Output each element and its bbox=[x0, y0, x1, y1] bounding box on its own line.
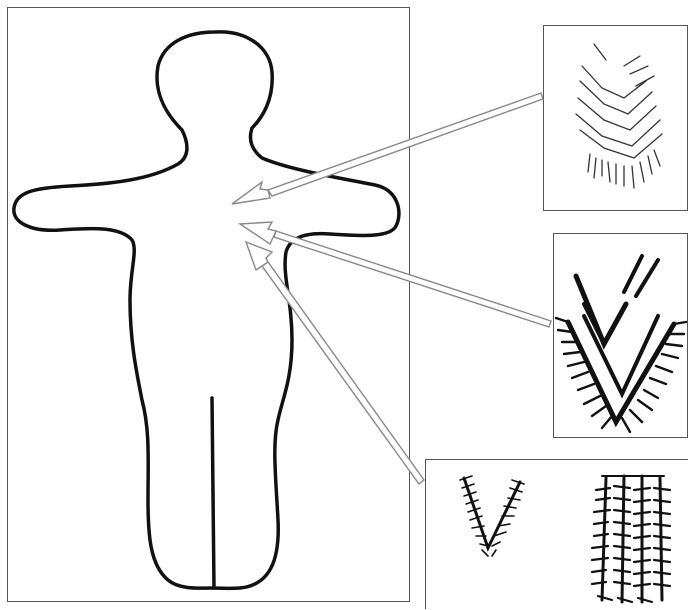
callout-arrow-icon bbox=[246, 242, 424, 484]
figurine-outline-icon bbox=[14, 32, 399, 589]
callout-arrow-icon bbox=[232, 93, 543, 204]
leg-divider-line bbox=[212, 398, 214, 588]
